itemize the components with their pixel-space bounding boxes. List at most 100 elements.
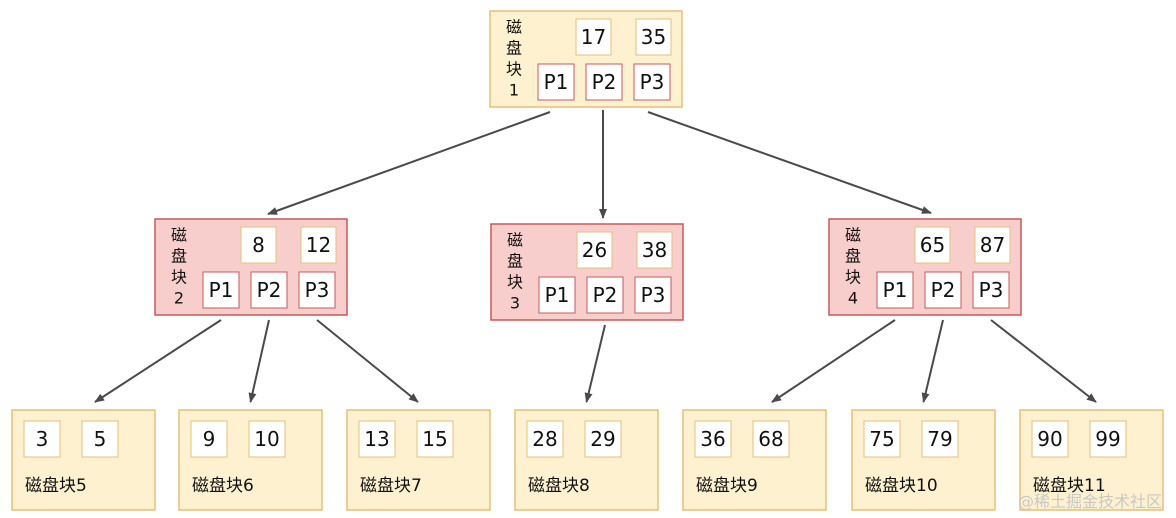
key-value: 36 [700, 427, 725, 451]
edge-block4-P3-to-block11 [990, 319, 1097, 403]
key-cell [358, 420, 396, 458]
disk-block-8: 28 29 磁盘块8 [514, 409, 659, 511]
block-label-char: 盘 [506, 39, 522, 58]
key-cell [1089, 420, 1127, 458]
block-label: 磁盘块5 [25, 476, 87, 496]
pointer-label: P2 [257, 278, 282, 302]
disk-block-6: 9 10 磁盘块6 [178, 409, 323, 511]
edge-block3-P2-to-block8 [584, 324, 606, 403]
pointer-label: P3 [305, 278, 330, 302]
key-cell [1031, 420, 1069, 458]
key-cell [635, 18, 672, 56]
pointer-cell [537, 63, 575, 101]
pointer-cell [633, 63, 671, 101]
block-label-char: 磁 [845, 226, 861, 245]
pointer-cell [538, 276, 576, 314]
block-label: 磁盘块6 [192, 476, 254, 496]
key-value: 3 [36, 427, 49, 451]
pointer-cell [202, 271, 240, 309]
key-cell [863, 420, 901, 458]
pointer-cell [250, 271, 288, 309]
edge-block4-P2-to-block10 [921, 319, 944, 403]
key-value: 29 [590, 427, 615, 451]
block-label-char: 1 [509, 81, 519, 100]
block-label-char: 4 [848, 289, 858, 308]
disk-block-5: 3 5 磁盘块5 [11, 409, 156, 511]
key-value: 10 [254, 427, 279, 451]
key-value: 5 [94, 427, 107, 451]
disk-block-11: 90 99 磁盘块11 [1019, 409, 1164, 511]
block-label-char: 3 [510, 294, 520, 313]
pointer-cell [586, 276, 624, 314]
key-cell [584, 420, 622, 458]
key-value: 26 [582, 238, 607, 262]
block-label-char: 盘 [507, 252, 523, 271]
block-label-char: 磁 [507, 231, 523, 250]
block-label-char: 块 [506, 60, 522, 79]
edge-block2-P2-to-block6 [248, 319, 270, 403]
pointer-cell [634, 276, 672, 314]
edges-layer [94, 110, 1097, 403]
block-label-char: 块 [171, 268, 187, 287]
key-value: 17 [581, 25, 606, 49]
key-cell [300, 226, 337, 264]
key-cell [81, 420, 119, 458]
block-label: 磁盘块9 [696, 476, 758, 496]
block-label: 磁盘块11 [1033, 476, 1106, 496]
pointer-label: P1 [209, 278, 234, 302]
pointer-cell [972, 271, 1010, 309]
pointer-cell [298, 271, 336, 309]
pointer-cell [876, 271, 914, 309]
edge-block2-P3-to-block7 [316, 319, 419, 403]
key-cell [914, 226, 951, 264]
block-label: 磁盘块8 [528, 476, 590, 496]
block-label: 磁盘块7 [360, 476, 422, 496]
block-label-char: 块 [507, 273, 523, 292]
block-label-char: 磁 [171, 226, 187, 245]
key-cell [921, 420, 959, 458]
key-cell [190, 420, 228, 458]
key-cell [636, 231, 673, 269]
pointer-label: P1 [544, 70, 569, 94]
edge-block1-P1-to-block2 [267, 111, 551, 215]
key-cell [576, 231, 613, 269]
block-label-char: 块 [845, 268, 861, 287]
pointer-label: P2 [592, 70, 617, 94]
key-cell [240, 226, 277, 264]
pointer-label: P3 [979, 278, 1004, 302]
pointer-label: P2 [931, 278, 956, 302]
key-value: 90 [1037, 427, 1062, 451]
edge-block2-P1-to-block5 [94, 319, 222, 403]
pointer-label: P3 [640, 70, 665, 94]
key-value: 12 [306, 233, 331, 257]
pointer-label: P1 [545, 283, 570, 307]
key-value: 28 [532, 427, 557, 451]
key-cell [526, 420, 564, 458]
edge-block4-P1-to-block9 [771, 319, 896, 403]
key-value: 35 [641, 25, 666, 49]
block-label-char: 盘 [845, 247, 861, 266]
key-value: 65 [920, 233, 945, 257]
key-cell [575, 18, 612, 56]
block-label: 磁盘块10 [865, 476, 938, 496]
key-value: 99 [1095, 427, 1120, 451]
pointer-cell [924, 271, 962, 309]
block-label-char: 磁 [506, 18, 522, 37]
key-cell [248, 420, 286, 458]
pointer-label: P1 [883, 278, 908, 302]
edge-block1-P3-to-block4 [647, 111, 932, 214]
key-cell [694, 420, 732, 458]
key-value: 8 [252, 233, 265, 257]
key-value: 9 [203, 427, 216, 451]
key-value: 15 [422, 427, 447, 451]
watermark: @稀土掘金技术社区 [1017, 492, 1162, 511]
